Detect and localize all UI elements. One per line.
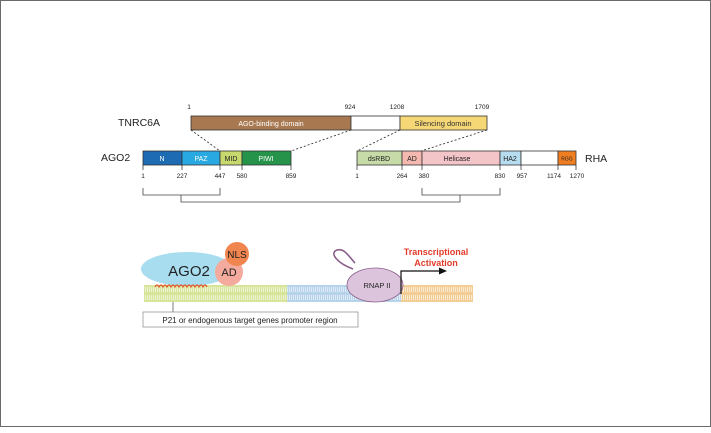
tnrc6a-linker-region [350, 115, 401, 131]
rha-pos-830: 830 [495, 173, 506, 180]
silencing-domain-label: Silencing domain [414, 119, 471, 128]
nls-circle [225, 242, 249, 266]
activation-label: Activation [414, 258, 458, 268]
rha-pos-380: 380 [419, 173, 430, 180]
ago2-piwi-label: PIWI [258, 156, 273, 163]
rha-label: RHA [585, 153, 607, 165]
transcription-start-arrow [400, 270, 439, 294]
ago2-pos-1: 1 [141, 173, 145, 180]
ago2-pos-227: 227 [177, 173, 188, 180]
rha-ha2-label: HA2 [503, 156, 517, 163]
promoter-label-box [142, 311, 359, 328]
rha-pos-957: 957 [517, 173, 528, 180]
transcription-arrowhead [439, 267, 447, 275]
rha-helicase-label: Helicase [444, 156, 471, 163]
ago-binding-domain-label: AGO-binding domain [238, 121, 303, 128]
rha-ad-label: AD [407, 156, 417, 163]
ago2-complex-label: AGO2 [168, 263, 210, 280]
rna-strand [154, 284, 208, 289]
rha-dsrbd-label: dsRBD [368, 156, 390, 163]
transcriptional-label: Transcriptional [404, 247, 469, 257]
ago2-pos-859: 859 [286, 173, 297, 180]
ago2-rha-link-bracket [180, 195, 461, 203]
rha-linker-region [520, 150, 559, 166]
connector-tnrc6a-to-rha-a [356, 129, 401, 152]
dna-lower-strand-texture [144, 295, 473, 300]
tnrc6a-pos-924: 924 [345, 104, 356, 111]
connector-tnrc6a-to-ago2-a [190, 129, 221, 152]
rha-pos-264: 264 [397, 173, 408, 180]
rha-interaction-bracket [421, 188, 501, 196]
ago2-mid-label: MID [225, 156, 238, 163]
connector-tnrc6a-to-ago2-b [290, 129, 352, 152]
connector-tnrc6a-to-rha-b [420, 129, 488, 152]
rha-rgg-domain [557, 150, 577, 166]
ago2-pos-580: 580 [237, 173, 248, 180]
rha-pos-1270: 1270 [570, 173, 585, 180]
nls-label: NLS [227, 250, 247, 261]
rha-pos-1174: 1174 [547, 173, 561, 180]
tnrc6a-pos-1208: 1208 [390, 104, 405, 111]
ago2-interaction-bracket [142, 188, 221, 196]
tnrc6a-pos-1: 1 [187, 104, 191, 111]
dna-upper-strand-texture [144, 287, 473, 292]
ad-label: AD [221, 267, 236, 279]
tnrc6a-pos-1709: 1709 [475, 104, 490, 111]
rnap-tail [333, 248, 356, 270]
ago2-n-label: N [159, 156, 164, 163]
ago2-pos-447: 447 [215, 173, 226, 180]
ago2-ellipse [141, 252, 233, 286]
ago2-label: AGO2 [101, 152, 130, 164]
ago2-paz-label: PAZ [194, 156, 208, 163]
rnap-ii-ellipse [346, 267, 404, 303]
rha-pos-1: 1 [355, 173, 359, 180]
ago2-piwi-domain [241, 150, 292, 166]
promoter-region-label: P21 or endogenous target genes promoter … [162, 316, 337, 325]
rha-rgg-label: RGG [561, 157, 573, 163]
tnrc6a-silencing-domain [399, 115, 488, 131]
rnap-ii-label: RNAP II [364, 281, 391, 290]
tnrc6a-label: TNRC6A [118, 117, 160, 129]
